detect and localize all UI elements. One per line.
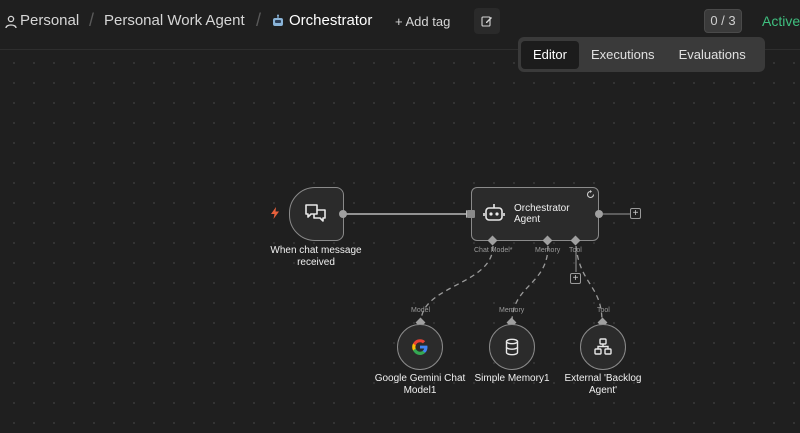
memory-label-line1: Simple Memory1 <box>474 373 550 384</box>
workflow-title[interactable]: Orchestrator <box>289 12 373 29</box>
top-header: Personal / Personal Work Agent / Orchest… <box>0 0 800 50</box>
gemini-label-line1: Google Gemini Chat <box>374 373 466 384</box>
memory-node-port-label: Memory <box>499 307 525 314</box>
trigger-node-label: When chat message received <box>266 245 366 269</box>
agent-node-title: Orchestrator Agent <box>514 203 570 225</box>
trigger-label-line2: received <box>297 257 335 268</box>
tool-node-label: External 'Backlog Agent' <box>553 373 653 397</box>
workflow-canvas[interactable] <box>0 51 800 433</box>
edit-icon <box>481 16 492 27</box>
add-tag-button[interactable]: + Add tag <box>395 14 451 29</box>
database-icon <box>505 338 519 356</box>
breadcrumb-separator: / <box>256 10 262 30</box>
person-icon <box>5 15 17 29</box>
chat-bubbles-icon <box>305 204 326 222</box>
tool-label-line1: External 'Backlog <box>564 373 642 384</box>
lightning-icon <box>271 207 279 219</box>
production-checklist-counter[interactable]: 0 / 3 <box>704 9 742 33</box>
tool-label-line2: Agent' <box>588 385 618 396</box>
agent-input-handle[interactable] <box>467 210 475 218</box>
tab-executions[interactable]: Executions <box>590 46 655 62</box>
trigger-label-line1: When chat message <box>270 245 362 256</box>
edit-description-button[interactable] <box>474 8 500 34</box>
breadcrumb-project[interactable]: Personal Work Agent <box>104 12 245 29</box>
workflow-active-status[interactable]: Active <box>762 13 800 29</box>
agent-title-line2: Agent <box>514 214 541 225</box>
gemini-port-label: Model <box>411 307 431 314</box>
view-tabs: Editor Executions Evaluations <box>518 37 765 72</box>
robot-icon <box>273 14 283 26</box>
add-tool-button[interactable]: + <box>570 273 581 284</box>
tool-port-label: Tool <box>569 247 582 254</box>
memory-port-label: Memory <box>535 247 561 254</box>
breadcrumb-personal[interactable]: Personal <box>20 12 80 29</box>
breadcrumb-separator: / <box>89 10 95 30</box>
sitemap-icon <box>594 338 612 355</box>
refresh-icon <box>586 190 595 199</box>
robot-icon <box>483 204 505 221</box>
add-next-node-button[interactable]: + <box>630 208 641 219</box>
tab-evaluations[interactable]: Evaluations <box>678 46 746 62</box>
memory-node-label: Simple Memory1 <box>462 373 562 385</box>
trigger-output-handle[interactable] <box>339 210 347 218</box>
gemini-label-line2: Model1 <box>403 385 437 396</box>
tool-node-port-label: Tool <box>597 307 610 314</box>
tab-editor[interactable]: Editor <box>521 40 579 69</box>
simple-memory-node[interactable] <box>489 324 535 370</box>
agent-title-line1: Orchestrator <box>514 203 570 214</box>
gemini-node-label: Google Gemini Chat Model1 <box>370 373 470 397</box>
chat-model-port-label: Chat Model* <box>474 247 513 254</box>
agent-output-handle[interactable] <box>595 210 603 218</box>
google-g-icon <box>412 339 428 355</box>
